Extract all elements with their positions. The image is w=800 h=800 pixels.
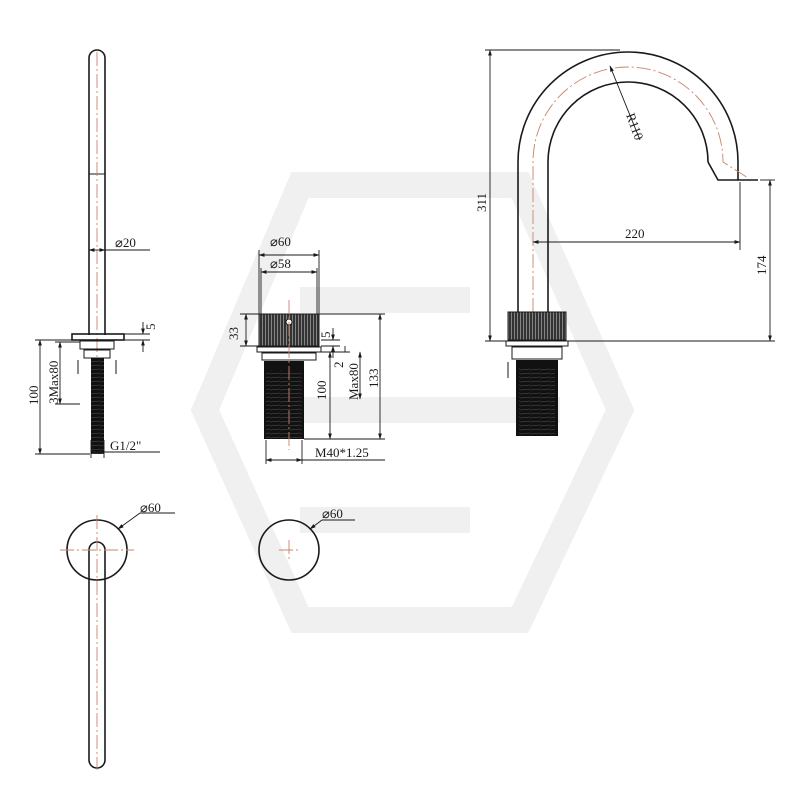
label-reach: 220 [625,226,645,241]
plan-view-handle [258,519,355,581]
label-pipe-diameter: ⌀20 [115,235,136,250]
label-inner-diameter: ⌀58 [270,256,291,271]
label-handle-tail: 100 [314,381,329,401]
label-cap-height: 33 [226,327,241,340]
label-thread: G1/2" [110,438,141,453]
label-spout-height: 311 [474,193,489,212]
label-washer: 5 [318,332,333,339]
label-handle-thread: M40*1.25 [315,445,369,460]
handle-view [256,300,322,450]
label-total-height: 133 [366,369,381,389]
label-max-deck: 3Max80 [46,361,61,404]
label-plan-spout-diameter: ⌀60 [140,500,161,515]
spout-view-dimensions [485,49,775,342]
label-radius: R110 [623,111,647,142]
spout-view [505,51,758,436]
side-view-dimensions [35,248,160,458]
plan-view-spout [60,512,175,770]
label-flange-thickness: 5 [143,324,158,331]
label-tail-length: 100 [26,386,41,406]
label-plan-handle-diameter: ⌀60 [322,506,343,521]
side-view-spout [71,49,125,454]
label-handle-max-deck: Max80 [346,363,361,400]
label-outer-diameter: ⌀60 [270,234,291,249]
label-gap: 2 [331,362,346,369]
label-outlet-height: 174 [754,255,769,275]
handle-view-dimensions [240,250,385,464]
